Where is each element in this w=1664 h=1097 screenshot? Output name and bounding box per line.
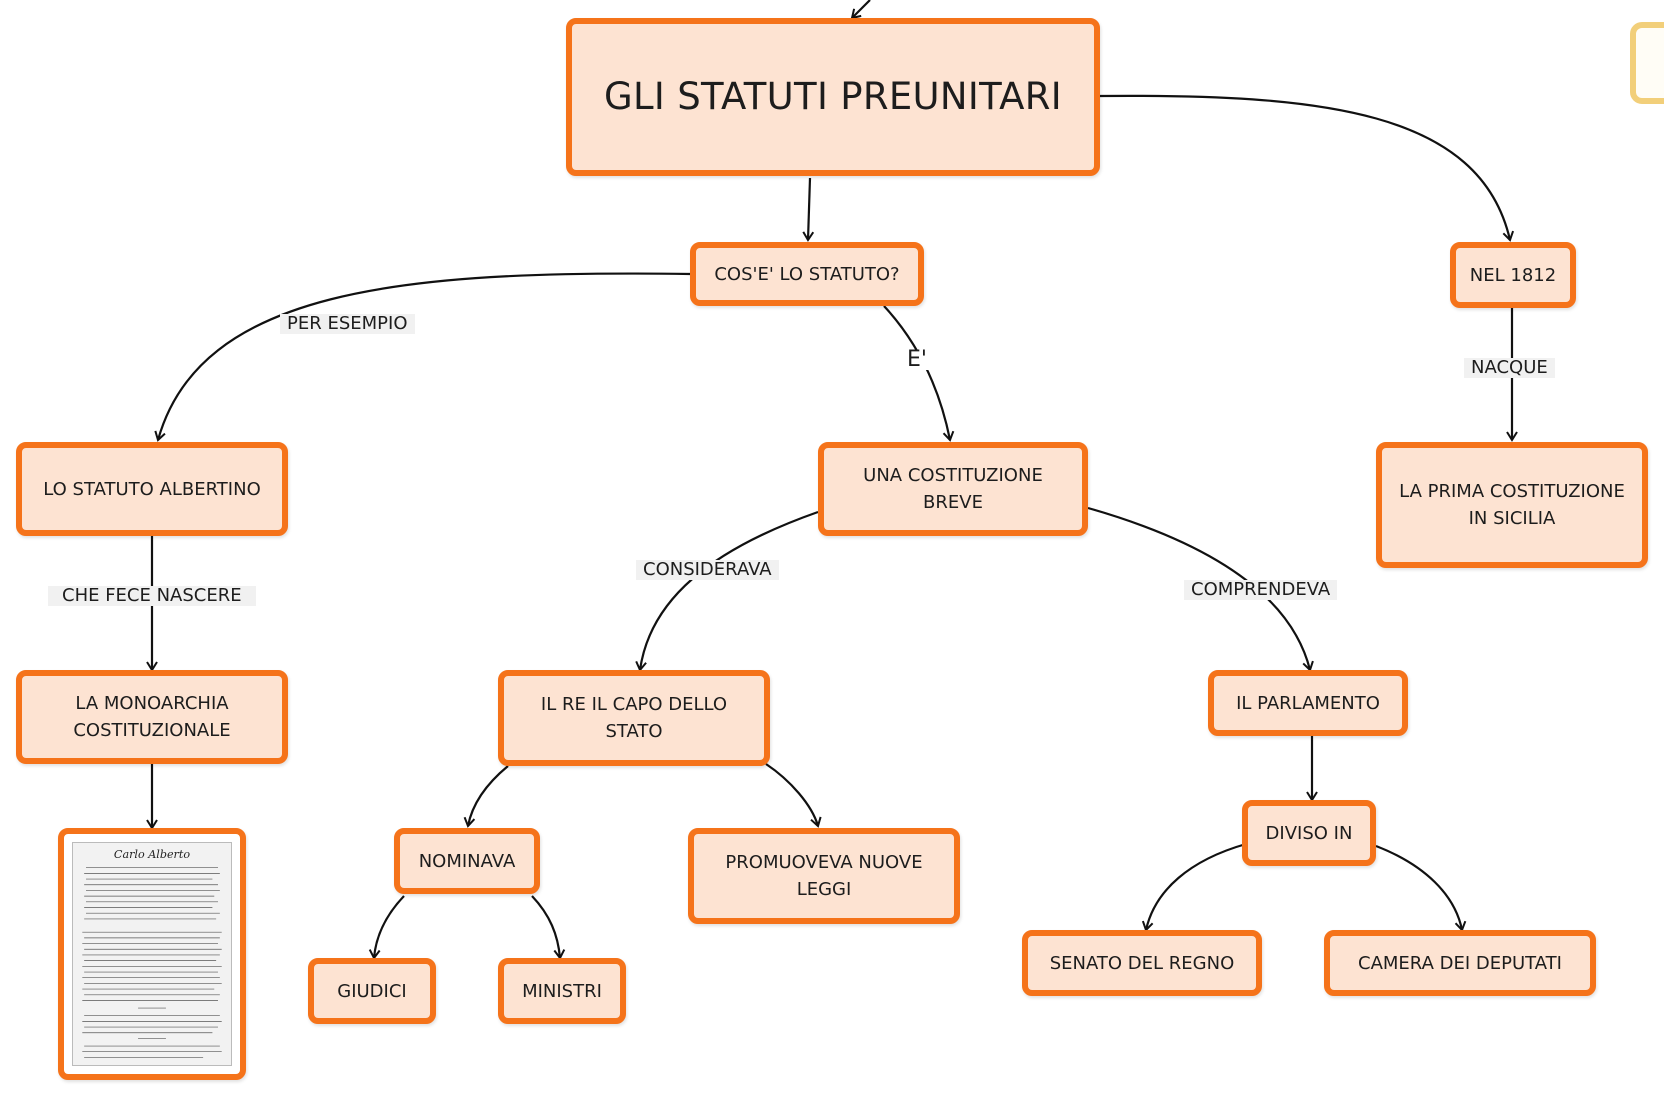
connector-costituzione-re	[635, 510, 819, 672]
link-label-nacque: NACQUE	[1464, 358, 1555, 378]
connector-nominava-giudici	[368, 895, 405, 960]
node-nel-1812[interactable]: NEL 1812	[1450, 242, 1576, 308]
node-monarchia-costituzionale[interactable]: LA MONOARCHIA COSTITUZIONALE	[16, 670, 288, 764]
connector-title-cos-e	[802, 177, 815, 242]
connector-cos-e-albertino	[154, 272, 691, 442]
node-statuto-albertino[interactable]: LO STATUTO ALBERTINO	[16, 442, 288, 536]
root-node-title[interactable]: GLI STATUTI PREUNITARI	[566, 18, 1100, 176]
connector-title-nel-1812	[1099, 94, 1515, 242]
connector-nominava-ministri	[531, 895, 566, 960]
node-prima-costituzione-sicilia[interactable]: LA PRIMA COSTITUZIONE IN SICILIA	[1376, 442, 1648, 568]
node-promuoveva-nuove-leggi-text: PROMUOVEVA NUOVE LEGGI	[725, 852, 923, 900]
handwritten-page-illustration: Carlo Alberto	[82, 848, 222, 1058]
node-cos-e-lo-statuto[interactable]: COS'E' LO STATUTO?	[690, 242, 924, 306]
connector-diviso-senato	[1141, 842, 1247, 932]
node-parlamento-text: IL PARLAMENTO	[1236, 692, 1380, 714]
root-node-title-text: GLI STATUTI PREUNITARI	[604, 75, 1062, 118]
link-label-e: E'	[904, 349, 930, 371]
node-nominava-text: NOMINAVA	[418, 850, 516, 872]
node-costituzione-breve[interactable]: UNA COSTITUZIONE BREVE	[818, 442, 1088, 536]
link-label-per-esempio: PER ESEMPIO	[280, 314, 415, 334]
link-label-comprendeva: COMPRENDEVA	[1184, 580, 1338, 600]
node-prima-costituzione-sicilia-text: LA PRIMA COSTITUZIONE IN SICILIA	[1399, 481, 1625, 529]
node-diviso-in[interactable]: DIVISO IN	[1242, 800, 1376, 866]
node-ministri-text: MINISTRI	[522, 980, 602, 1002]
node-re-capo-dello-stato-text: IL RE IL CAPO DELLO STATO	[540, 694, 728, 742]
node-ministri[interactable]: MINISTRI	[498, 958, 626, 1024]
statuto-document-picture: Carlo Alberto	[72, 842, 232, 1066]
connector-incoming-top	[850, 0, 871, 20]
node-costituzione-breve-text: UNA COSTITUZIONE BREVE	[863, 465, 1043, 513]
node-camera-dei-deputati-text: CAMERA DEI DEPUTATI	[1358, 952, 1562, 974]
node-parlamento[interactable]: IL PARLAMENTO	[1208, 670, 1408, 736]
node-senato-del-regno[interactable]: SENATO DEL REGNO	[1022, 930, 1262, 996]
offscreen-node-fragment[interactable]	[1630, 22, 1664, 104]
node-senato-del-regno-text: SENATO DEL REGNO	[1049, 952, 1235, 974]
connector-re-promuoveva	[765, 763, 822, 828]
node-re-capo-dello-stato[interactable]: IL RE IL CAPO DELLO STATO	[498, 670, 770, 766]
node-giudici[interactable]: GIUDICI	[308, 958, 436, 1024]
connector-re-nominava	[463, 765, 509, 828]
connector-diviso-camera	[1375, 844, 1467, 932]
connector-costituzione-parlamento	[1087, 506, 1314, 672]
connector-cos-e-costituzione	[883, 305, 955, 442]
node-camera-dei-deputati[interactable]: CAMERA DEI DEPUTATI	[1324, 930, 1596, 996]
node-diviso-in-text: DIVISO IN	[1265, 822, 1353, 844]
node-statuto-document-image[interactable]: Carlo Alberto	[58, 828, 246, 1080]
node-giudici-text: GIUDICI	[337, 980, 407, 1002]
document-signature-carlo-alberto: Carlo Alberto	[114, 848, 190, 861]
node-statuto-albertino-text: LO STATUTO ALBERTINO	[43, 478, 261, 500]
node-promuoveva-nuove-leggi[interactable]: PROMUOVEVA NUOVE LEGGI	[688, 828, 960, 924]
node-nominava[interactable]: NOMINAVA	[394, 828, 540, 894]
node-cos-e-lo-statuto-text: COS'E' LO STATUTO?	[714, 263, 900, 285]
link-label-che-fece-nascere: CHE FECE NASCERE	[48, 586, 256, 606]
node-nel-1812-text: NEL 1812	[1469, 264, 1557, 286]
link-label-considerava: CONSIDERAVA	[636, 560, 779, 580]
node-monarchia-costituzionale-text: LA MONOARCHIA COSTITUZIONALE	[73, 693, 231, 741]
